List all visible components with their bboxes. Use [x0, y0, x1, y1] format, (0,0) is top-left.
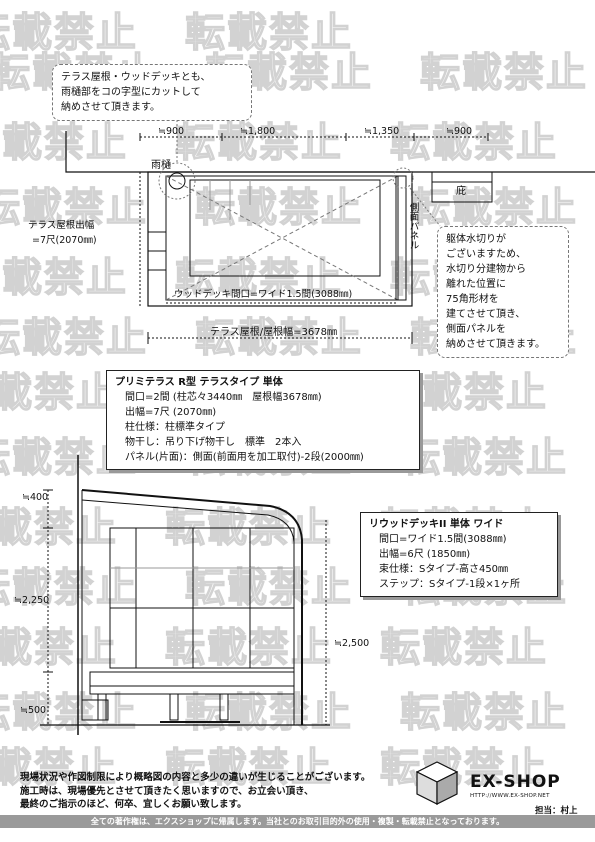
dim-elev-middle: ≒2,250 — [14, 595, 49, 606]
dim-top-3: ≒1,350 — [364, 126, 399, 137]
elevation-dimension-labels: ≒400 ≒2,250 ≒500 ≒2,500 — [14, 492, 369, 716]
depth-label-2: =7尺(2070㎜) — [32, 235, 97, 246]
deck-width-label: ウッドデッキ間口=ワイド1.5間(3088㎜) — [174, 288, 352, 300]
plan-dimension-labels: ≒900 ≒1,800 ≒1,350 ≒900 雨樋 庇 テラス屋根出幅 =7尺… — [28, 126, 472, 338]
dim-elev-bottom: ≒500 — [20, 705, 46, 716]
side-panel-label: 側面パネル — [408, 201, 420, 249]
spec-deck-title: リウッドデッキII 単体 ワイド — [369, 519, 504, 530]
company-logo: EX-SHOP — [470, 772, 561, 792]
spec-terrace-title: プリミテラス R型 テラスタイプ 単体 — [115, 377, 283, 388]
gutter-label: 雨樋 — [151, 158, 171, 171]
roof-width-label: テラス屋根/屋根幅=3678㎜ — [210, 325, 337, 338]
logo-cube-icon — [415, 761, 459, 805]
callout-gutter-cut: テラス屋根・ウッドデッキとも、 雨樋部をコの字型にカットして 納めさせて頂きます… — [52, 64, 252, 121]
spec-terrace-box: プリミテラス R型 テラスタイプ 単体 間口=2間 (柱芯々3440㎜ 屋根幅3… — [106, 370, 420, 470]
dim-elev-right: ≒2,500 — [334, 638, 369, 649]
callout-flashing: 躯体水切りが ございますため、 水切り分建物から 離れた位置に 75角形材を 建… — [437, 226, 569, 358]
company-url: HTTP://WWW.EX-SHOP.NET — [470, 793, 550, 799]
spec-deck-box: リウッドデッキII 単体 ワイド 間口=ワイド1.5間(3088㎜) 出幅=6尺… — [360, 512, 558, 597]
dim-elev-top: ≒400 — [22, 492, 48, 503]
dim-top-1: ≒900 — [158, 126, 184, 137]
disclaimer-note: 現場状況や作図制限により概略図の内容と多少の違いが生じることがございます。 施工… — [20, 772, 371, 810]
dim-top-4: ≒900 — [446, 126, 472, 137]
shed-label: 庇 — [456, 184, 466, 197]
person-in-charge: 担当：村上 — [535, 806, 578, 816]
dim-top-2: ≒1,800 — [240, 126, 275, 137]
depth-label-1: テラス屋根出幅 — [28, 219, 95, 231]
copyright-bar: 全ての著作権は、エクスショップに帰属します。当社とのお取引目的外の使用・複製・転… — [0, 815, 595, 828]
elevation-view — [40, 455, 330, 735]
